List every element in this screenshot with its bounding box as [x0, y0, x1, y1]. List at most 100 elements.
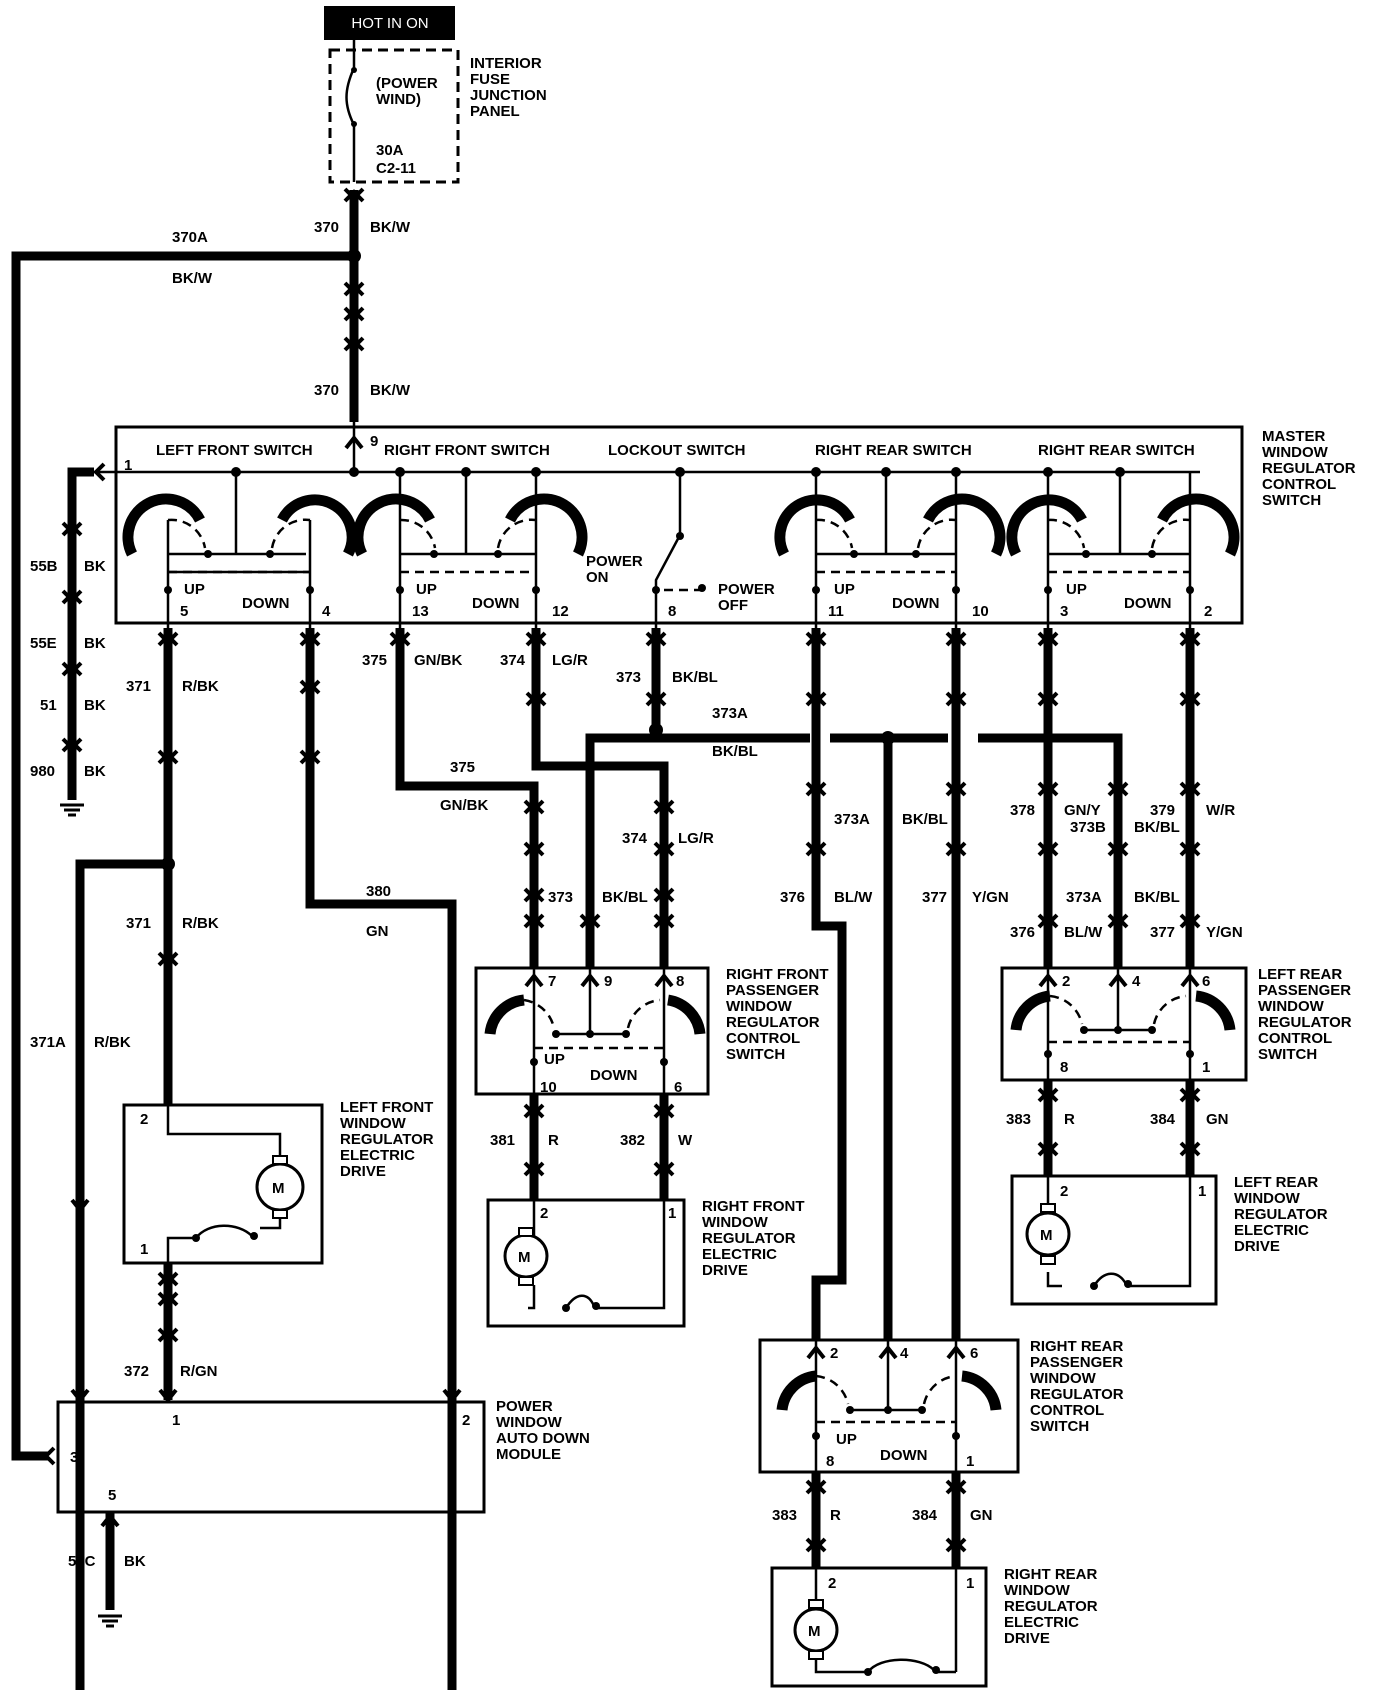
svg-text:376: 376	[780, 889, 805, 906]
wire-377: 377 Y/GN	[922, 628, 1009, 1340]
svg-text:384: 384	[1150, 1111, 1176, 1128]
svg-text:RIGHT REAR SWITCH: RIGHT REAR SWITCH	[815, 442, 972, 459]
svg-text:980: 980	[30, 763, 55, 780]
svg-text:RIGHT REAR SWITCH: RIGHT REAR SWITCH	[1038, 442, 1195, 459]
svg-text:1: 1	[140, 1241, 148, 1258]
svg-text:M: M	[808, 1623, 821, 1640]
svg-text:M: M	[272, 1180, 285, 1197]
svg-text:1: 1	[1198, 1183, 1206, 1200]
svg-text:379: 379	[1150, 802, 1175, 819]
rr-motor: M 2 1 RIGHT REAR WINDOW REGULATOR ELECTR…	[770, 1566, 1098, 1688]
svg-text:4: 4	[76, 1412, 85, 1429]
master-window-switch: MASTER WINDOW REGULATOR CONTROL SWITCH L…	[93, 422, 1356, 628]
svg-text:55C: 55C	[68, 1553, 96, 1570]
svg-text:WINDOW: WINDOW	[1262, 444, 1329, 461]
wire-373a-rr: 373A BK/BL	[834, 738, 948, 1340]
svg-text:BK/W: BK/W	[370, 382, 411, 399]
svg-text:WINDOW: WINDOW	[726, 998, 793, 1015]
svg-text:R: R	[548, 1132, 559, 1149]
svg-text:3: 3	[1060, 603, 1068, 620]
svg-text:RIGHT REAR: RIGHT REAR	[1030, 1338, 1124, 1355]
svg-text:BK/W: BK/W	[370, 219, 411, 236]
wire-381-382: 381 R 382 W	[490, 1094, 693, 1200]
svg-text:375: 375	[450, 759, 475, 776]
svg-text:55B: 55B	[30, 558, 58, 575]
svg-text:REGULATOR: REGULATOR	[1234, 1206, 1328, 1223]
svg-text:(POWER: (POWER	[376, 75, 438, 92]
svg-text:377: 377	[922, 889, 947, 906]
wire-374: 374 LG/R 374 LG/R	[500, 628, 714, 968]
svg-text:RIGHT FRONT: RIGHT FRONT	[702, 1198, 805, 1215]
svg-text:ELECTRIC: ELECTRIC	[1004, 1614, 1079, 1631]
svg-text:GN: GN	[1206, 1111, 1229, 1128]
svg-text:R/BK: R/BK	[182, 915, 219, 932]
svg-text:6: 6	[970, 1345, 978, 1362]
svg-text:10: 10	[540, 1079, 557, 1096]
svg-text:M: M	[1040, 1227, 1053, 1244]
wire-371a: 371A R/BK	[30, 859, 168, 1690]
svg-text:FUSE: FUSE	[470, 71, 510, 88]
svg-text:SWITCH: SWITCH	[726, 1046, 785, 1063]
svg-text:UP: UP	[544, 1051, 565, 1068]
svg-text:HOT IN ON: HOT IN ON	[351, 15, 428, 32]
wire-379: 379 W/R 377 Y/GN	[1150, 628, 1243, 968]
svg-text:LG/R: LG/R	[678, 830, 714, 847]
svg-text:C2-11: C2-11	[376, 160, 416, 177]
svg-text:CONTROL: CONTROL	[1030, 1402, 1104, 1419]
svg-text:376: 376	[1010, 924, 1035, 941]
svg-text:SWITCH: SWITCH	[1030, 1418, 1089, 1435]
svg-text:WIND): WIND)	[376, 91, 421, 108]
svg-text:OFF: OFF	[718, 597, 748, 614]
svg-text:1: 1	[1202, 1059, 1210, 1076]
svg-text:R/BK: R/BK	[94, 1034, 131, 1051]
svg-text:4: 4	[1132, 973, 1141, 990]
svg-text:374: 374	[500, 652, 526, 669]
svg-text:30A: 30A	[376, 142, 404, 159]
svg-text:ELECTRIC: ELECTRIC	[702, 1246, 777, 1263]
svg-text:1: 1	[668, 1205, 676, 1222]
rf-motor: M 2 1 RIGHT FRONT WINDOW REGULATOR ELECT…	[486, 1198, 805, 1328]
svg-text:BL/W: BL/W	[1064, 924, 1103, 941]
svg-text:DOWN: DOWN	[1124, 595, 1172, 612]
svg-text:PASSENGER: PASSENGER	[726, 982, 819, 999]
svg-text:PANEL: PANEL	[470, 103, 520, 120]
svg-text:DOWN: DOWN	[880, 1447, 928, 1464]
svg-text:384: 384	[912, 1507, 938, 1524]
svg-text:4: 4	[900, 1345, 909, 1362]
lr-motor: M 2 1 LEFT REAR WINDOW REGULATOR ELECTRI…	[1010, 1174, 1328, 1306]
wire-383-384-lr: 383 R 384 GN	[1006, 1080, 1229, 1176]
svg-text:6: 6	[674, 1079, 682, 1096]
svg-text:CONTROL: CONTROL	[726, 1030, 800, 1047]
svg-text:SWITCH: SWITCH	[1258, 1046, 1317, 1063]
svg-text:MODULE: MODULE	[496, 1446, 561, 1463]
svg-text:GN: GN	[970, 1507, 993, 1524]
svg-text:5: 5	[108, 1487, 116, 1504]
svg-text:2: 2	[1204, 603, 1212, 620]
wire-373-bus: 373 BK/BL 373A BK/BL 373 BK/BL 373B BK/B…	[548, 628, 1180, 968]
auto-down-module: 4 1 2 3 5 POWER WINDOW AUTO DOWN MODULE	[56, 1398, 590, 1514]
svg-text:1: 1	[124, 457, 132, 474]
svg-text:373A: 373A	[1066, 889, 1102, 906]
svg-text:380: 380	[366, 883, 391, 900]
svg-text:BK/BL: BK/BL	[602, 889, 648, 906]
svg-text:POWER: POWER	[718, 581, 775, 598]
svg-text:370A: 370A	[172, 229, 208, 246]
svg-text:2: 2	[540, 1205, 548, 1222]
svg-text:13: 13	[412, 603, 429, 620]
svg-text:WINDOW: WINDOW	[1030, 1370, 1097, 1387]
svg-text:R: R	[830, 1507, 841, 1524]
svg-text:WINDOW: WINDOW	[1234, 1190, 1301, 1207]
svg-text:9: 9	[370, 433, 378, 450]
svg-text:PASSENGER: PASSENGER	[1030, 1354, 1123, 1371]
svg-text:LEFT FRONT: LEFT FRONT	[340, 1099, 433, 1116]
svg-text:REGULATOR: REGULATOR	[1004, 1598, 1098, 1615]
svg-text:BK: BK	[84, 635, 106, 652]
svg-text:REGULATOR: REGULATOR	[1258, 1014, 1352, 1031]
svg-text:381: 381	[490, 1132, 515, 1149]
svg-text:UP: UP	[184, 581, 205, 598]
svg-text:REGULATOR: REGULATOR	[1030, 1386, 1124, 1403]
svg-text:2: 2	[830, 1345, 838, 1362]
svg-text:ELECTRIC: ELECTRIC	[340, 1147, 415, 1164]
wire-383-384-rr: 383 R 384 GN	[772, 1472, 993, 1568]
svg-text:MASTER: MASTER	[1262, 428, 1326, 445]
